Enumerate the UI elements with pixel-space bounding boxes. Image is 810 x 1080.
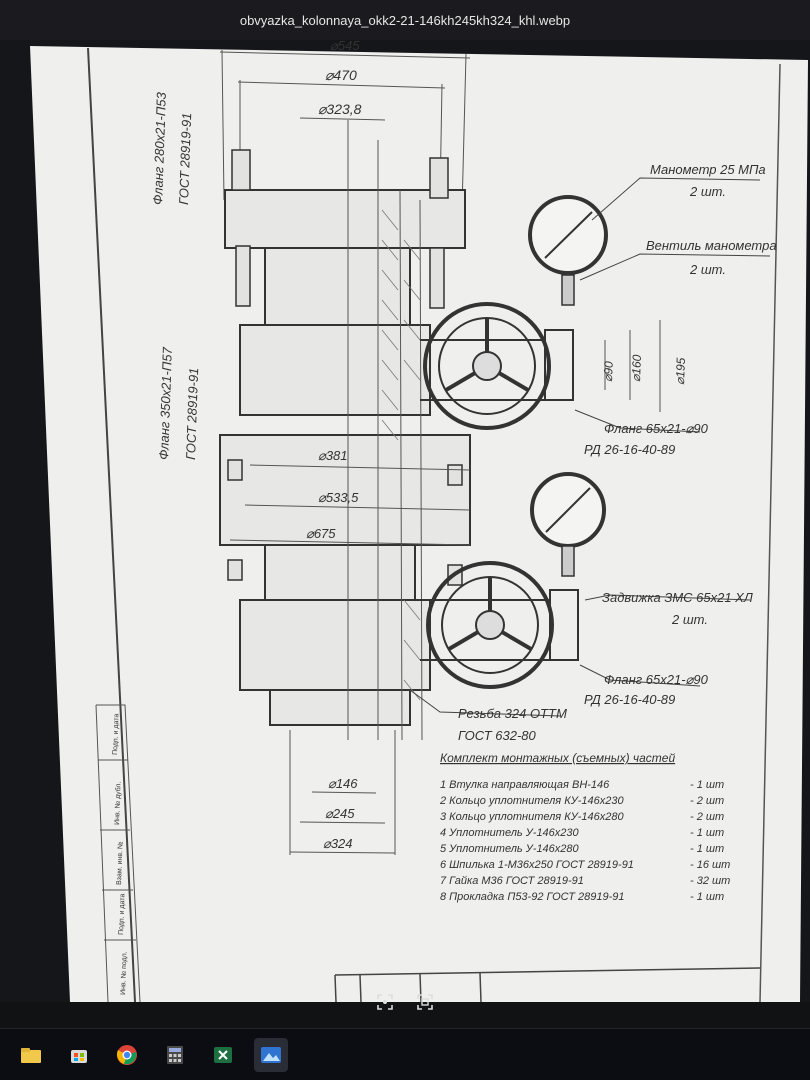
handwheel-upper — [423, 302, 551, 430]
part-3-qty: - 2 шт — [690, 811, 724, 823]
excel-icon[interactable] — [206, 1038, 240, 1072]
flange-right-1-line2: РД 26-16-40-89 — [584, 442, 675, 457]
stamp-row-1: Подп. и дата — [112, 714, 120, 756]
thread-label-2: ГОСТ 632-80 — [458, 728, 537, 743]
part-1: 1 Втулка направляющая ВН-146 — [440, 779, 610, 791]
right-dimensions — [604, 320, 661, 412]
hatching — [381, 209, 421, 701]
file-explorer-icon[interactable] — [14, 1038, 48, 1072]
leader-lines — [409, 177, 771, 717]
flange-right-1-line1: Фланг 65х21-⌀90 — [604, 421, 709, 436]
part-1-qty: - 1 шт — [690, 779, 724, 791]
flange-top-label-1: Фланг 280х21-П53 — [150, 91, 169, 205]
part-4: 4 Уплотнитель У-146х230 — [440, 827, 580, 839]
flange-right-2-line2: РД 26-16-40-89 — [584, 692, 675, 707]
column-head-body — [219, 189, 471, 726]
part-4-qty: - 1 шт — [690, 827, 724, 839]
title-block — [334, 967, 761, 1002]
handwheel-lower — [426, 561, 554, 689]
valve-label: Вентиль манометра — [646, 238, 777, 253]
stamp-row-5: Инв. № подл. — [120, 951, 129, 995]
dim-160: ⌀160 — [629, 354, 644, 382]
gate-bodies — [420, 329, 579, 661]
part-6-qty: - 16 шт — [690, 859, 730, 871]
gate-valve-label: Задвижка ЗМС 65х21 ХЛ — [602, 590, 753, 605]
part-7: 7 Гайка М36 ГОСТ 28919-91 — [440, 875, 584, 887]
calculator-icon[interactable] — [158, 1038, 192, 1072]
photos-icon[interactable] — [254, 1037, 288, 1072]
flange-mid-label-2: ГОСТ 28919-91 — [183, 367, 201, 460]
part-5: 5 Уплотнитель У-146х280 — [440, 843, 580, 855]
dim-90: ⌀90 — [601, 361, 616, 382]
mid-dimensions — [229, 464, 471, 546]
flange-right-2-line1: Фланг 65х21-⌀90 — [604, 672, 709, 687]
valve-qty: 2 шт. — [689, 262, 726, 277]
dim-675: ⌀675 — [306, 526, 336, 541]
parts-list-title: Комплект монтажных (съемных) частей — [440, 751, 675, 765]
part-2: 2 Кольцо уплотнителя КУ-146х230 — [439, 795, 625, 807]
dim-545: ⌀545 — [330, 40, 360, 53]
flange-mid-label-1: Фланг 350х21-П57 — [156, 346, 175, 460]
dim-470: ⌀470 — [325, 67, 357, 83]
stamp-row-3: Взам. инв. № — [116, 841, 125, 885]
manometer-upper — [528, 195, 608, 306]
dim-533: ⌀533,5 — [318, 490, 359, 505]
part-6: 6 Шпилька 1-М36х250 ГОСТ 28919-91 — [440, 859, 634, 871]
taskbar — [0, 1028, 810, 1080]
window-title-bar: obvyazka_kolonnaya_okk2-21-146kh245kh324… — [0, 0, 810, 40]
viewer-controls — [0, 988, 810, 1016]
bottom-dimensions — [289, 730, 396, 855]
dim-324: ⌀324 — [323, 836, 353, 851]
part-5-qty: - 1 шт — [690, 843, 724, 855]
dim-195: ⌀195 — [673, 357, 688, 385]
gate-valve-qty: 2 шт. — [671, 612, 708, 627]
dim-146: ⌀146 — [328, 776, 358, 791]
parts-list: Комплект монтажных (съемных) частей 1 Вт… — [439, 751, 730, 903]
frame-left — [87, 47, 136, 1002]
fullscreen-icon[interactable] — [416, 993, 434, 1011]
part-8: 8 Прокладка П53-92 ГОСТ 28919-91 — [440, 891, 625, 903]
frame-right — [759, 63, 781, 1002]
thread-label-1: Резьба 324 ОТТМ — [458, 706, 567, 721]
dim-323: ⌀323,8 — [318, 101, 362, 117]
part-7-qty: - 32 шт — [690, 875, 730, 887]
technical-drawing: ⌀545 ⌀470 ⌀323,8 Фланг 280х21-П53 ГОСТ 2… — [30, 40, 808, 1002]
window-title: obvyazka_kolonnaya_okk2-21-146kh245kh324… — [239, 12, 571, 28]
manometer-label: Манометр 25 МПа — [650, 162, 766, 177]
dim-245: ⌀245 — [325, 806, 355, 821]
store-icon[interactable] — [62, 1038, 96, 1072]
chrome-icon[interactable] — [110, 1038, 144, 1072]
part-2-qty: - 2 шт — [690, 795, 724, 807]
manometer-lower — [530, 472, 606, 577]
manometer-qty: 2 шт. — [689, 184, 726, 199]
dim-381: ⌀381 — [318, 448, 348, 463]
part-3: 3 Кольцо уплотнителя КУ-146х280 — [440, 811, 625, 823]
studs — [227, 149, 463, 586]
flange-top-label-2: ГОСТ 28919-91 — [176, 112, 194, 205]
fit-to-screen-icon[interactable] — [376, 993, 394, 1011]
stamp-row-2: Инв. № дубл. — [113, 781, 123, 825]
side-stamp — [95, 704, 141, 1002]
centre-shaft — [347, 120, 423, 741]
part-8-qty: - 1 шт — [690, 891, 724, 903]
stamp-row-4: Подп. и дата — [118, 894, 126, 936]
